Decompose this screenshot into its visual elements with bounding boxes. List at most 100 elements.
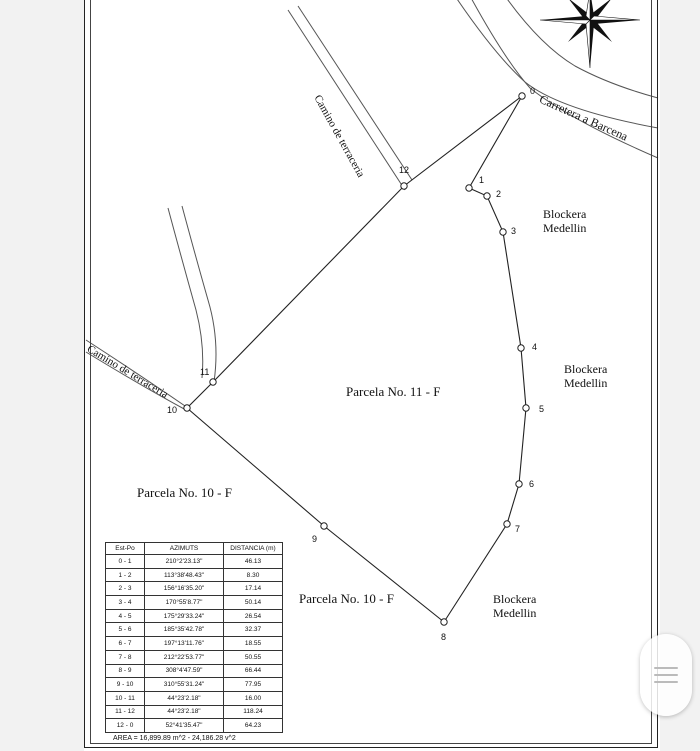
table-cell: 77.95 <box>223 677 283 692</box>
grip-line <box>654 674 678 676</box>
point-label: 1 <box>479 175 485 185</box>
table-header-row: Est-Po AZIMUTS DISTANCIA (m) <box>105 542 283 555</box>
table-cell: 11 - 12 <box>105 704 145 720</box>
sheet-frame-inner <box>90 0 652 744</box>
table-cell: 8.30 <box>223 567 283 583</box>
table-cell: 185°35'42.78" <box>144 622 224 638</box>
table-cell: 7 - 8 <box>105 649 145 665</box>
vertex-marker <box>183 404 191 412</box>
road-west-edge <box>85 351 187 411</box>
table-cell: 46.13 <box>223 554 283 569</box>
vertex-marker <box>440 618 448 626</box>
vertex-markers <box>183 92 530 626</box>
road-east-edge <box>507 0 659 99</box>
table-cell: 18.55 <box>223 636 283 651</box>
parcel-west-label: Parcela No. 10 - F <box>137 485 232 500</box>
point-label: 10 <box>167 405 178 415</box>
point-label: 11 <box>200 367 210 377</box>
vertex-marker <box>209 378 217 386</box>
road-north-edge <box>297 5 413 181</box>
road-west-edge <box>85 339 189 409</box>
vertex-marker <box>518 92 526 100</box>
table-cell: 10 - 11 <box>105 690 145 706</box>
table-cell: 5 - 6 <box>105 622 145 638</box>
table-cell: 118.24 <box>223 704 283 720</box>
table-cell: 12 - 0 <box>105 718 145 733</box>
vertex-marker <box>483 192 491 200</box>
parcel-main-label: Parcela No. 11 - F <box>346 384 441 399</box>
neighbor-label: Blockera Medellin <box>543 207 587 235</box>
table-header: DISTANCIA (m) <box>223 542 283 555</box>
vertex-marker <box>465 184 473 192</box>
table-cell: 26.54 <box>223 608 283 624</box>
table-cell: 50.14 <box>223 595 283 610</box>
table-cell: 32.37 <box>223 622 283 638</box>
road-west-curve <box>181 205 217 383</box>
table-cell: 175°29'33.24" <box>144 608 224 624</box>
point-label: 2 <box>496 189 502 199</box>
area-text: AREA = 16,899.89 m^2 - 24,186.28 v^2 <box>113 735 236 742</box>
table-cell: 4 - 5 <box>105 608 145 624</box>
vertex-marker <box>517 344 525 352</box>
road-north-edge <box>287 9 406 191</box>
point-label: 12 <box>399 165 410 175</box>
table-cell: 44°23'2.18" <box>144 690 224 706</box>
table-cell: 197°13'11.76" <box>144 636 224 651</box>
neighbor-label: Blockera Medellin <box>493 592 537 620</box>
point-label: 6 <box>529 479 535 489</box>
point-label: 9 <box>312 534 318 544</box>
table-cell: 0 - 1 <box>105 554 145 569</box>
grip-line <box>654 681 678 683</box>
point-label: 4 <box>532 342 538 352</box>
parcel-south-label: Parcela No. 10 - F <box>299 591 394 606</box>
vertex-marker <box>503 520 511 528</box>
table-cell: 2 - 3 <box>105 581 145 597</box>
vertex-marker <box>400 182 408 190</box>
sheet-frame <box>84 0 658 748</box>
table-header: AZIMUTS <box>144 542 224 555</box>
vertex-marker <box>515 480 523 488</box>
table-header: Est-Po <box>105 542 145 555</box>
neighbor-label: Blockera Medellin <box>564 362 608 390</box>
table-cell: 6 - 7 <box>105 636 145 651</box>
table-cell: 156°16'35.20" <box>144 581 224 597</box>
table-cell: 17.14 <box>223 581 283 597</box>
table-cell: 9 - 10 <box>105 677 145 692</box>
compass-rose-icon <box>539 0 641 69</box>
table-cell: 16.00 <box>223 690 283 706</box>
table-cell: 44°23'2.18" <box>144 704 224 720</box>
vertex-marker <box>499 228 507 236</box>
table-cell: 52°41'35.47" <box>144 718 224 733</box>
table-cell: 113°38'48.43" <box>144 567 224 583</box>
table-cell: 212°22'53.77" <box>144 649 224 665</box>
vertex-marker <box>522 404 530 412</box>
table-cell: 170°55'8.77" <box>144 595 224 610</box>
scroll-handle[interactable] <box>640 634 692 716</box>
grip-line <box>654 667 678 669</box>
table-cell: 310°55'31.24" <box>144 677 224 692</box>
road-east-edge <box>471 0 659 159</box>
table-cell: 66.44 <box>223 663 283 679</box>
point-label: 8 <box>441 632 447 642</box>
road-west-curve <box>167 207 204 379</box>
table-cell: 8 - 9 <box>105 663 145 679</box>
point-label: 7 <box>515 524 521 534</box>
table-cell: 210°2'23.13" <box>144 554 224 569</box>
point-label: 5 <box>539 404 545 414</box>
vertex-marker <box>320 522 328 530</box>
parcel-boundary <box>186 95 527 623</box>
point-label: 0 <box>530 86 536 96</box>
